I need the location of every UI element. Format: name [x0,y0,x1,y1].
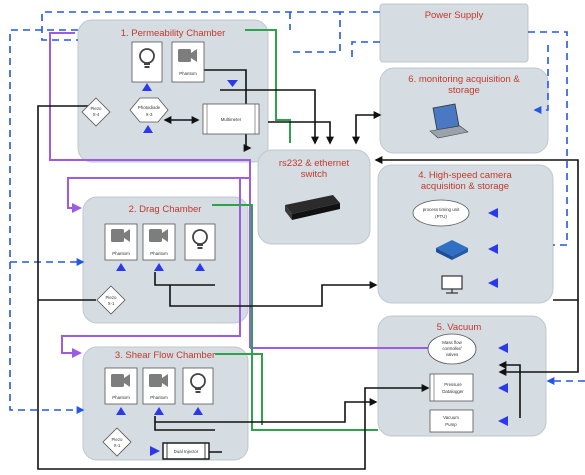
shear-camera-2: Phantom [142,367,176,405]
power-supply-panel [379,3,529,63]
shear-camera-2-indicator [154,407,164,415]
camera-icon [111,374,130,387]
monitor-icon [441,275,463,294]
permeability-bulb-box [131,41,163,83]
svg-text:X-1: X-1 [108,301,115,306]
laptop-icon [429,103,469,139]
svg-text:X-3: X-3 [146,112,153,117]
svg-text:Piezo: Piezo [112,437,124,442]
svg-text:Dual Injector: Dual Injector [174,449,199,454]
svg-text:Pump: Pump [445,422,457,427]
svg-text:Datalogger: Datalogger [442,389,464,394]
svg-text:Mass flow: Mass flow [442,340,462,345]
vacuum-title: 5. Vacuum [437,322,482,333]
ptu-box: process timing unit (PTU) [412,199,470,227]
dual-injector: Dual Injector [162,442,210,460]
drag-chamber-title: 2. Drag Chamber [129,204,202,215]
storage-server-icon [436,240,468,260]
switch-title-line2: switch [301,169,327,180]
monitoring-title-line1: 6. monitoring acquisition & [408,74,520,85]
mass-flow-controller: Mass flow controller/ valves [427,333,477,365]
signal-lines-green [212,29,378,431]
drag-bulb-indicator [195,263,205,271]
camera-icon [149,229,168,242]
drag-camera-2: Phantom [142,223,176,261]
svg-text:Piezo: Piezo [106,295,118,300]
permeability-sensor-indicator [143,125,153,133]
shear-chamber-title: 3. Shear Flow Chamber [115,350,215,361]
svg-text:Vacuum: Vacuum [443,415,459,420]
svg-text:X-1: X-1 [114,443,121,448]
switch-panel [257,149,371,245]
permeability-chamber-title: 1. Permeability Chamber [121,28,226,39]
svg-text:Phantom: Phantom [112,395,130,400]
switch-title-line1: rs232 & ethernet [279,158,350,169]
mass-flow-indicator [498,343,508,353]
shear-camera-1-indicator [116,407,126,415]
highspeed-title-line1: 4. High-speed camera [418,170,512,181]
svg-text:Phantom: Phantom [112,251,130,256]
shear-valve-indicator [150,446,160,456]
permeability-camera-label: Phantom [179,71,197,76]
signal-lines-black [37,69,579,470]
svg-text:Photodiode: Photodiode [138,105,161,110]
shear-bulb-box [182,367,214,405]
svg-text:Pressure: Pressure [444,382,462,387]
datalogger-indicator [498,383,508,393]
camera-icon [111,229,130,242]
permeability-photodiode: Photodiode X-3 [129,97,169,123]
drag-piezo-valve: Piezo X-1 [96,285,126,315]
svg-text:X-4: X-4 [93,112,100,117]
drag-camera-2-indicator [154,263,164,271]
monitoring-title-line2: storage [448,85,480,96]
signal-lines-purple [49,32,432,358]
permeability-camera-box: Phantom [171,41,205,83]
svg-text:Piezo: Piezo [91,106,103,111]
highspeed-panel [377,164,554,304]
drag-bulb-box [184,223,216,261]
vacuum-pump: Vacuum Pump [429,409,474,433]
svg-text:controller/: controller/ [442,346,462,351]
ptu-label-line2: (PTU) [435,214,447,219]
storage-indicator [488,244,498,254]
permeability-camera-indicator [227,80,238,87]
shear-bulb-indicator [193,407,203,415]
ptu-label-line1: process timing unit [423,207,460,212]
camera-icon [149,374,168,387]
permeability-bulb-indicator [142,83,152,91]
svg-text:Multimeter: Multimeter [221,117,242,122]
camera-icon [178,49,197,62]
drag-camera-1-indicator [116,263,126,271]
monitor-indicator [488,278,498,288]
svg-text:valves: valves [446,352,459,357]
permeability-chamber-panel [77,19,269,163]
pressure-datalogger: Pressure Datalogger [429,373,474,402]
drag-camera-1: Phantom [104,223,138,261]
svg-text:Phantom: Phantom [150,251,168,256]
shear-camera-1: Phantom [104,367,138,405]
power-supply-title: Power Supply [425,10,484,21]
network-switch-icon [285,195,340,220]
vacuum-pump-indicator [498,416,508,426]
permeability-multimeter: Multimeter [202,103,260,135]
shear-piezo-valve: Piezo X-1 [102,427,132,457]
permeability-piezo-valve: Piezo X-4 [81,97,111,127]
svg-text:Phantom: Phantom [150,395,168,400]
highspeed-title-line2: acquisition & storage [421,181,509,192]
power-lines [9,11,585,414]
ptu-indicator [488,208,498,218]
